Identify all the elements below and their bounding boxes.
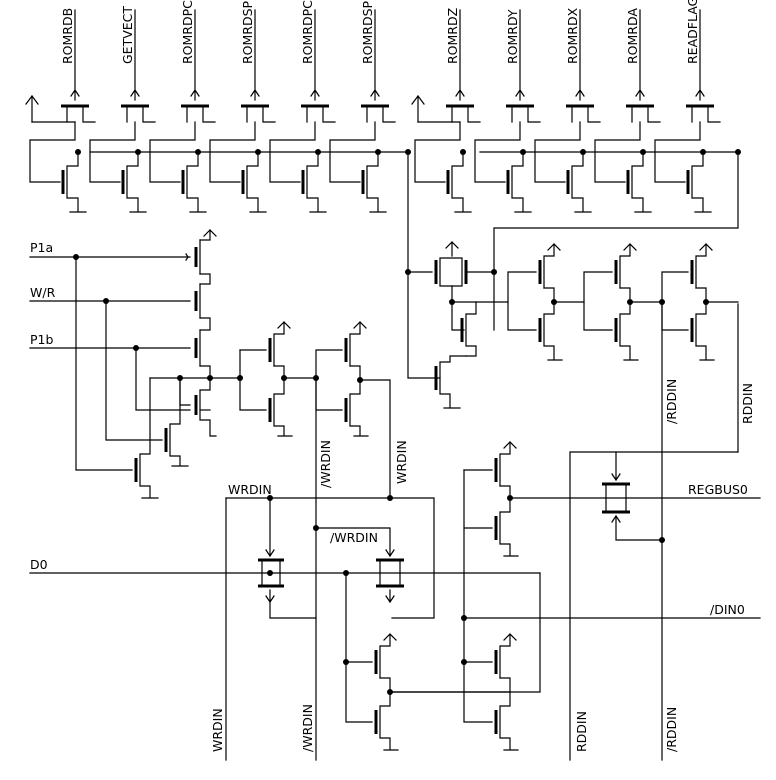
top-signal-label: ROMRDB xyxy=(60,8,75,64)
label-p1a: P1a xyxy=(30,240,53,255)
label-p1b: P1b xyxy=(30,332,53,347)
label-wrdin-v1: WRDIN xyxy=(394,440,409,484)
top-signal-label: ROMRDA xyxy=(625,8,640,64)
top-signal-label: ROMRDSPH xyxy=(240,0,255,64)
regbus-driver xyxy=(463,303,761,761)
top-signal-label: ROMRDY xyxy=(505,9,520,64)
rom-read-left-block xyxy=(25,9,409,213)
label-nwrdin-v2: /WRDIN xyxy=(300,704,315,752)
top-signal-label: GETVECT xyxy=(120,6,135,64)
bottom-inverters xyxy=(343,469,761,751)
top-signal-label: READFLAGS xyxy=(685,0,700,64)
read-latch xyxy=(405,241,739,409)
label-rddin-v1: RDDIN xyxy=(740,383,755,424)
input-gate-stack xyxy=(29,229,241,499)
label-wrdin-v2: WRDIN xyxy=(210,708,225,752)
label-nwrdin-v1: /WRDIN xyxy=(318,440,333,488)
rom-read-right-block xyxy=(411,9,739,213)
label-nrddin-v1: /RDDIN xyxy=(664,379,679,424)
label-rddin-v2: RDDIN xyxy=(574,711,589,752)
label-nwrdin-h: /WRDIN xyxy=(330,530,378,545)
label-din0: /DIN0 xyxy=(710,602,745,617)
top-signal-label: ROMRDPCL xyxy=(300,0,315,64)
write-pass-gates xyxy=(29,495,541,761)
top-signal-labels: ROMRDB GETVECT ROMRDPCH ROMRDSPH ROMRDPCL ROM… xyxy=(60,0,700,64)
label-wrdin-h: WRDIN xyxy=(228,482,272,497)
top-signal-label: ROMRDZ xyxy=(445,8,460,64)
label-wr: W/R xyxy=(30,285,56,300)
label-regbus0: REGBUS0 xyxy=(688,482,748,497)
top-signal-label: ROMRDX xyxy=(565,7,580,64)
top-signal-label: ROMRDPCH xyxy=(180,0,195,64)
inverter-chain xyxy=(237,321,393,761)
label-d0: D0 xyxy=(30,557,48,572)
top-signal-label: ROMRDSPL xyxy=(360,0,375,64)
label-nrddin-v2: /RDDIN xyxy=(664,707,679,752)
